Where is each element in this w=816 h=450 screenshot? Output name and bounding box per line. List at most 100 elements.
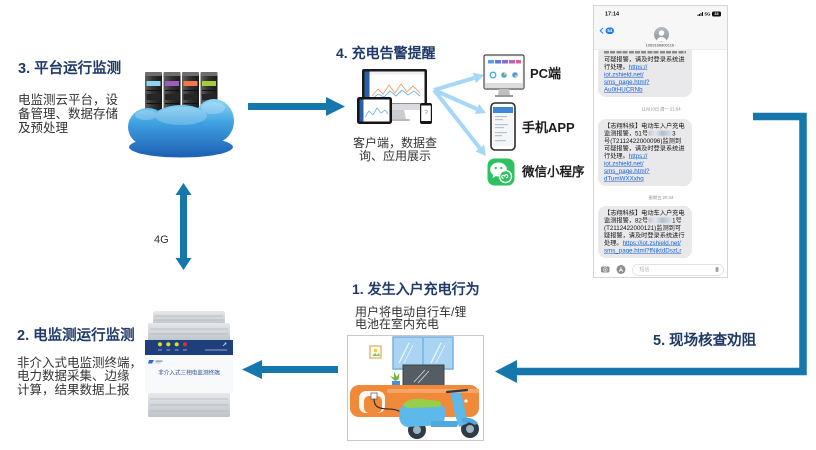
led-indicator [157,342,163,347]
status-time: 17:14 [605,11,620,17]
sender-number-text: 1069166800116 [645,43,675,48]
message-input: 短信 [632,264,724,276]
message-line: 处理。https://iot.zshield.net/ [604,240,686,248]
message-text: 【志翔科技】电动车入户充电 [604,209,685,217]
message-link: iot.zshield.net/ [604,160,644,167]
arrow-head [472,72,484,84]
message-link: https:// [628,152,648,160]
camera-icon [601,266,610,273]
description-line: 电监测云平台，设 [18,92,119,107]
sms-message-bubble: 可疑报警，请及时登录系统进 行处理。https:// iot.zshield.n… [598,45,692,97]
arrow-shaft [432,88,482,150]
power-monitoring-terminal-illustration [145,311,233,417]
message-text: 3 [672,130,676,137]
message-text: 可疑报警，请及时登录系统进 [604,145,685,152]
electric-scooter-illustration [399,388,479,439]
message-line: 【志翔科技】电动车入户充电 [604,210,686,218]
message-line: sms_page.html? [604,79,686,87]
message-link: Au0tHUCRNb [604,86,643,93]
window-illustration [392,336,454,370]
message-text: 行处理。 [604,152,629,160]
step2-title: 2. 电监测运行监测 [17,328,135,344]
led-indicator [166,342,171,347]
television-illustration [402,364,445,387]
app-store-glyph [618,267,624,272]
description-line: 备管理、数据存储 [18,106,119,121]
message-text: 疑报警，请及时登录系统进行 [604,232,685,239]
message-text: 处理。 [604,239,623,247]
terminal-bottom-housing [148,393,230,417]
status-indicators: 5G 33 [697,11,721,17]
message-line: (T2112422000121)监测到可 [604,225,686,233]
contact-avatar [654,27,669,42]
message-line: sms_page.html? [604,168,686,176]
smartphone-mockup [420,103,432,124]
message-link: iot.zshield.net/ [604,71,644,78]
arrow-head [474,104,486,114]
step1-title: 1. 发生入户充电行为 [352,281,480,297]
chevron-right-icon: › [675,43,677,48]
terminal-device-label: 非介入式三相电监测终端 [158,370,220,376]
message-line: dTumWXXxhq [604,175,686,183]
channel-label-wechat-mini-program: 微信小程序 [522,164,585,179]
signal-strength-icon [697,12,703,16]
sms-conversation-header: 17:14 5G 33 54 1069166800116› [594,6,727,50]
description-line: 计算，结果数据上报 [17,382,130,397]
description-line: 及预处理 [18,120,69,135]
cloud-platform-illustration [128,72,234,158]
camera-lens [603,267,607,272]
arrow-4g-bidirectional [175,183,192,270]
wall-picture-illustration [369,345,382,359]
step3-description: 电监测云平台，设 备管理、数据存储 及预处理 [18,93,118,135]
step1-description: 用户将电动自行车/锂 电池在室内充电 [355,306,466,330]
brand-logo-icon [148,360,154,364]
message-line: iot.zshield.net/ [604,160,686,168]
description-line: 用户将电动自行车/锂 [355,305,467,319]
sms-alert-screenshot: 17:14 5G 33 54 1069166800116› [593,5,728,278]
message-timestamp: 11月10日 周一 21:54 [641,106,681,112]
message-text: 【志翔科技】电动车入户充电 [604,122,685,130]
arrow-to-mobile-app [433,88,486,114]
microphone-icon [715,267,719,272]
message-link: dTumWXXxhq [604,175,644,182]
message-text: 监测报警，82号 [604,217,649,224]
message-link: sms_page.html? [604,167,650,175]
message-line: Au0tHUCRNb [604,86,686,94]
indoor-charging-scene-illustration [347,335,484,441]
antenna-icon [222,342,227,347]
battery-level: 33 [714,11,719,17]
message-text: 监测报警，51号 [604,130,649,137]
description-line: 询、应用展示 [358,149,431,163]
message-line: 疑报警，请及时登录系统进行 [604,232,686,240]
step4-title: 4. 充电告警提醒 [336,45,436,61]
arrow-shaft [433,88,478,111]
cloud-icon [128,99,234,158]
channel-label-mobile-app: 手机APP [522,119,575,135]
cut-off-text-fragment [604,48,686,56]
wechat-mini-program-icon [487,158,515,186]
redacted-address [648,130,672,136]
terminal-top-housing [148,311,230,341]
message-text: 行处理。 [604,63,629,71]
message-line: sms_page.html?fNjktdDszLr [604,247,686,255]
step4-description: 客户端，数据查 询、应用展示 [345,137,445,163]
step2-description: 非介入式电监测终端， 电力数据采集、边缘 计算，结果数据上报 [17,356,142,398]
message-line: iot.zshield.net/ [604,71,686,79]
cloud-highlight [135,102,225,125]
message-line: 【志翔科技】电动车入户充电 [604,123,686,131]
description-line: 客户端，数据查 [352,136,437,150]
redacted-address [648,217,672,223]
network-link-label: 4G [154,234,169,246]
battery-icon: 33 [712,11,721,17]
message-text: (T2112422000121)监测到可 [604,224,682,232]
person-icon [656,30,667,42]
unread-count-badge: 54 [605,27,614,34]
description-line: 电力数据采集、边缘 [17,369,130,383]
arrow-platform-to-alerts [248,97,345,116]
sms-input-bar: 短信 [594,261,727,277]
message-link: https://iot.zshield.net/ [622,239,681,247]
arrow-head [475,144,486,156]
